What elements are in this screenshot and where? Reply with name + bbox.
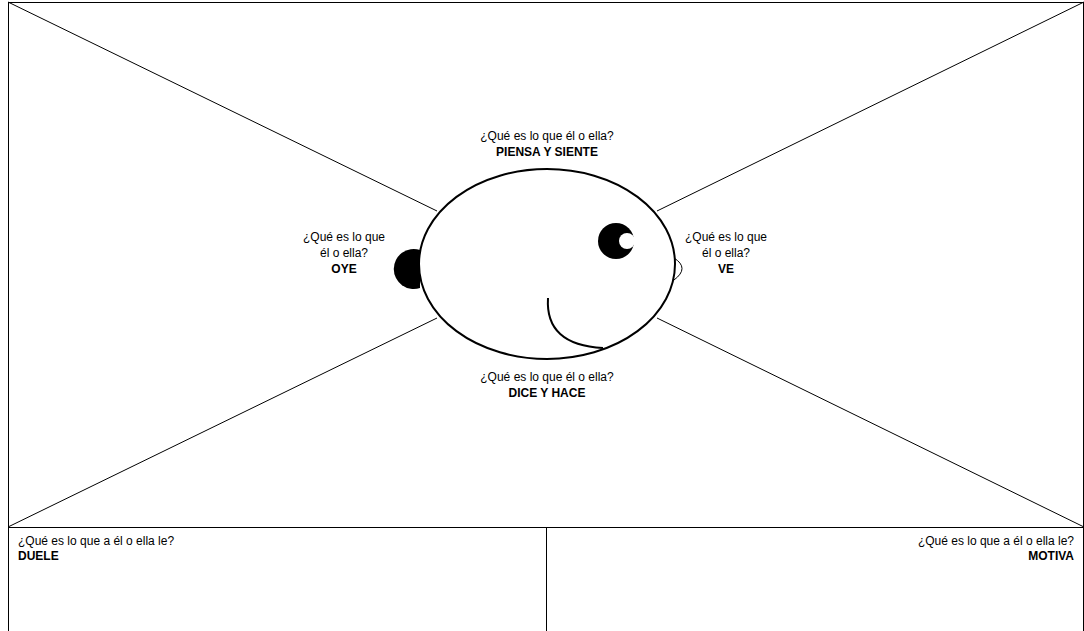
diagonal-line (8, 2, 437, 211)
quadrant-title: VE (682, 261, 770, 277)
panel-question: ¿Qué es lo que a él o ella le? (18, 534, 536, 549)
quadrant-title: DICE Y HACE (437, 385, 657, 401)
label-group: ¿Qué es lo que él o ella?PIENSA Y SIENTE (437, 128, 657, 160)
diagonal-line (8, 318, 437, 527)
question-text: ¿Qué es lo que él o ella? (300, 229, 388, 261)
label-group: ¿Qué es lo que él o ella?DICE Y HACE (437, 369, 657, 401)
panel-title: MOTIVA (556, 549, 1074, 564)
panel-title: DUELE (18, 549, 536, 564)
label-group: ¿Qué es lo que él o ella?VE (682, 229, 770, 277)
quadrant-title: PIENSA Y SIENTE (437, 144, 657, 160)
head-outline (419, 169, 675, 359)
left-ear (394, 249, 420, 289)
label-group: ¿Qué es lo que él o ella?OYE (300, 229, 388, 277)
panel-question: ¿Qué es lo que a él o ella le? (556, 534, 1074, 549)
question-text: ¿Qué es lo que él o ella? (682, 229, 770, 261)
eye-highlight (619, 233, 635, 249)
smile (548, 298, 603, 348)
quadrant-title: OYE (300, 261, 388, 277)
question-text: ¿Qué es lo que él o ella? (437, 128, 657, 144)
panel-divider (546, 527, 547, 631)
diagonal-line (657, 318, 1084, 527)
diagonal-line (657, 2, 1084, 211)
bottom-panel: ¿Qué es lo que a él o ella le?DUELE (8, 527, 546, 631)
question-text: ¿Qué es lo que él o ella? (437, 369, 657, 385)
outer-frame (9, 3, 1084, 631)
bottom-panel: ¿Qué es lo que a él o ella le?MOTIVA (546, 527, 1084, 631)
eye (598, 223, 634, 259)
